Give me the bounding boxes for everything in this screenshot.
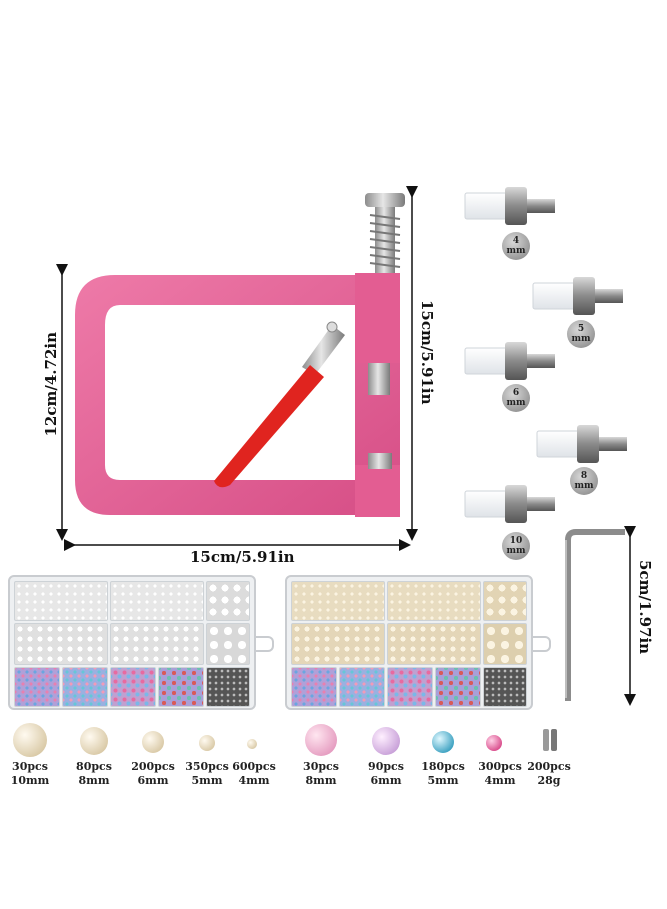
die-4mm	[464, 187, 555, 225]
color-pearl-5mm	[432, 731, 454, 753]
tray-cell	[14, 667, 60, 707]
width-dimension-label: 15cm/5.91in	[190, 548, 295, 566]
lower-anvil	[368, 453, 392, 469]
tray-cell	[62, 667, 108, 707]
die-6mm	[464, 342, 555, 380]
tray-cell	[291, 581, 385, 621]
bead-samples	[13, 723, 557, 757]
pearl-6mm	[142, 731, 164, 753]
die-8mm	[536, 425, 627, 463]
bead-tray-white	[8, 575, 256, 710]
tray-latch	[256, 636, 274, 652]
bead-tray-ivory	[285, 575, 533, 710]
tray-cell	[291, 623, 385, 665]
tray-cell	[435, 667, 481, 707]
tray-cell	[483, 667, 527, 707]
tray-cell	[339, 667, 385, 707]
tray-cell	[483, 623, 527, 665]
tray-cell	[110, 623, 204, 665]
tray-cell	[483, 581, 527, 621]
color-pearl-6mm	[372, 727, 400, 755]
pearl-10mm	[13, 723, 47, 757]
screw-knob	[365, 193, 405, 207]
rivet-backs	[543, 729, 557, 751]
wrench-dimension-label: 5cm/1.97in	[636, 560, 654, 655]
die-5mm	[532, 277, 623, 315]
color-pearl-4mm	[486, 735, 502, 751]
tray-cell	[14, 623, 108, 665]
color-pearl-8mm	[305, 724, 337, 756]
tray-cell	[291, 667, 337, 707]
tray-cell	[206, 667, 250, 707]
tray-cell	[14, 581, 108, 621]
tray-cell	[206, 623, 250, 665]
upper-plunger	[368, 363, 390, 395]
tray-latch	[533, 636, 551, 652]
press-frame	[75, 275, 400, 515]
depth-dimension-label: 15cm/5.91in	[418, 300, 436, 405]
tray-cell	[206, 581, 250, 621]
tray-cell	[110, 581, 204, 621]
pearl-5mm	[199, 735, 215, 751]
height-dimension-label: 12cm/4.72in	[42, 332, 60, 437]
tray-cell	[110, 667, 156, 707]
die-set	[464, 187, 627, 523]
hex-wrench	[565, 529, 625, 701]
tray-cell	[158, 667, 204, 707]
tray-cell	[387, 623, 481, 665]
tray-cell	[387, 581, 481, 621]
die-10mm	[464, 485, 555, 523]
pearl-setting-press	[75, 193, 405, 517]
pearl-8mm	[80, 727, 108, 755]
press-handle	[214, 365, 324, 488]
tray-cell	[387, 667, 433, 707]
pearl-4mm	[247, 739, 257, 749]
